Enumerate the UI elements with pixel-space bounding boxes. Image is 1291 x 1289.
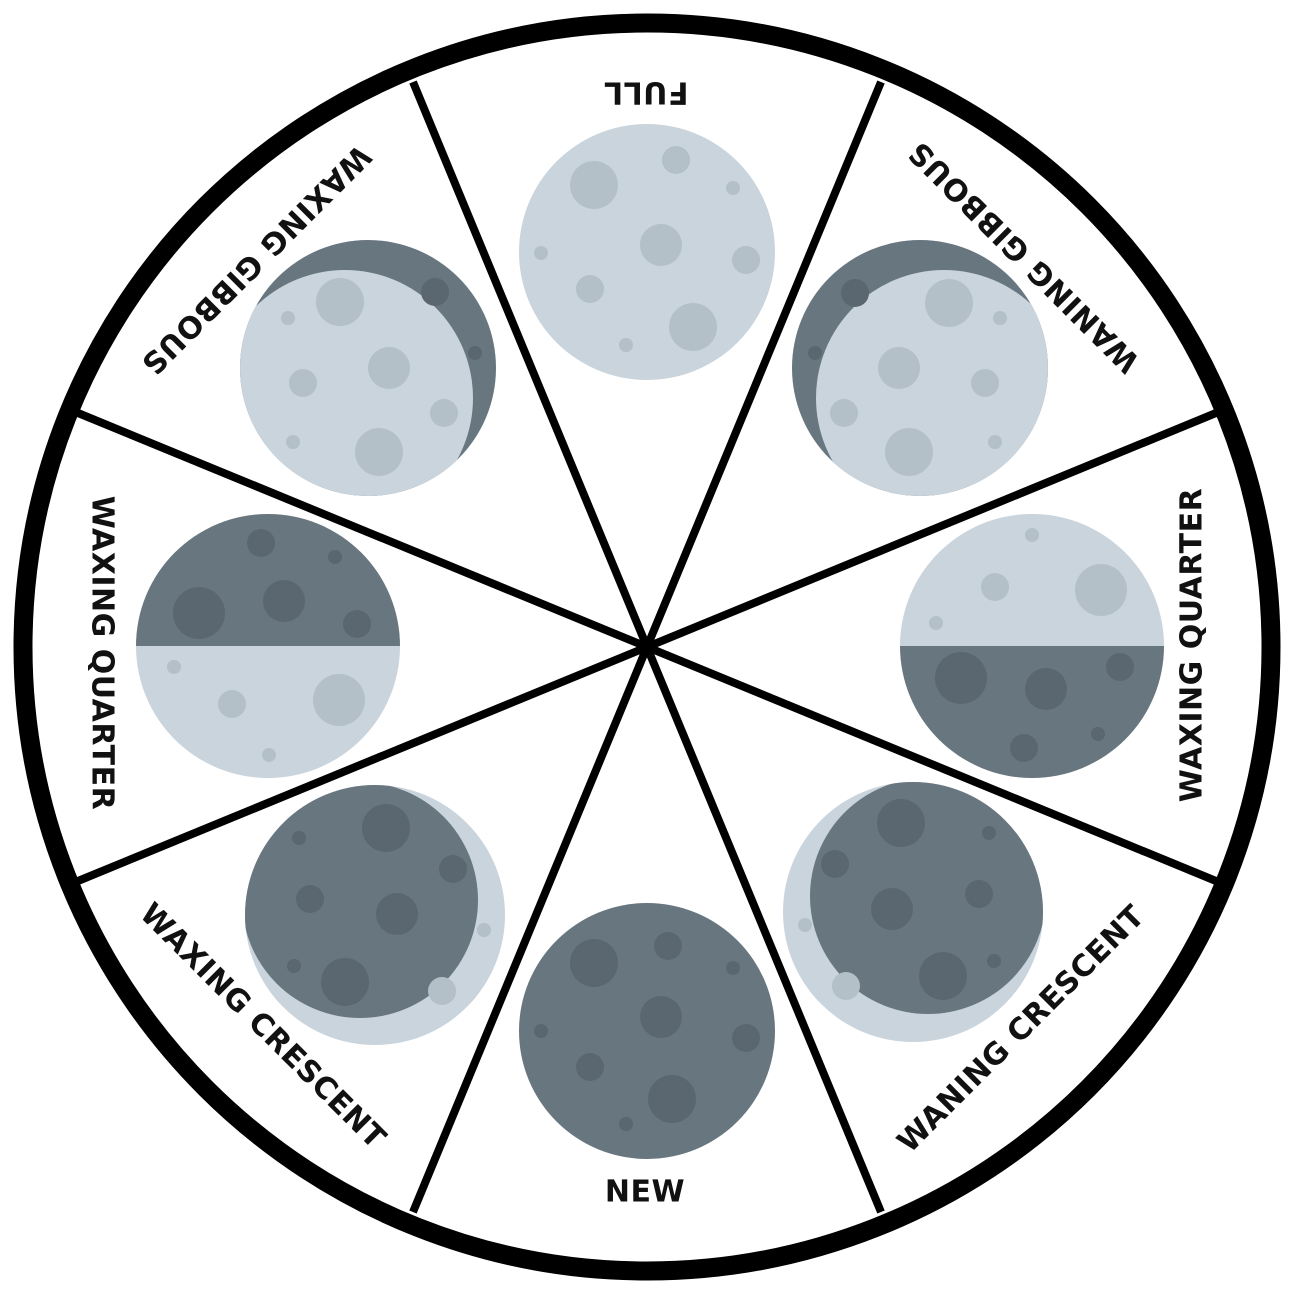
label-waxing-quarter-right: WAXING QUARTER <box>1175 488 1210 802</box>
label-waxing-quarter-left: WAXING QUARTER <box>85 496 120 810</box>
moon-new-icon <box>519 903 775 1159</box>
moon-full-icon <box>519 124 775 380</box>
label-full: FULL <box>603 75 688 110</box>
label-new: NEW <box>605 1175 685 1210</box>
